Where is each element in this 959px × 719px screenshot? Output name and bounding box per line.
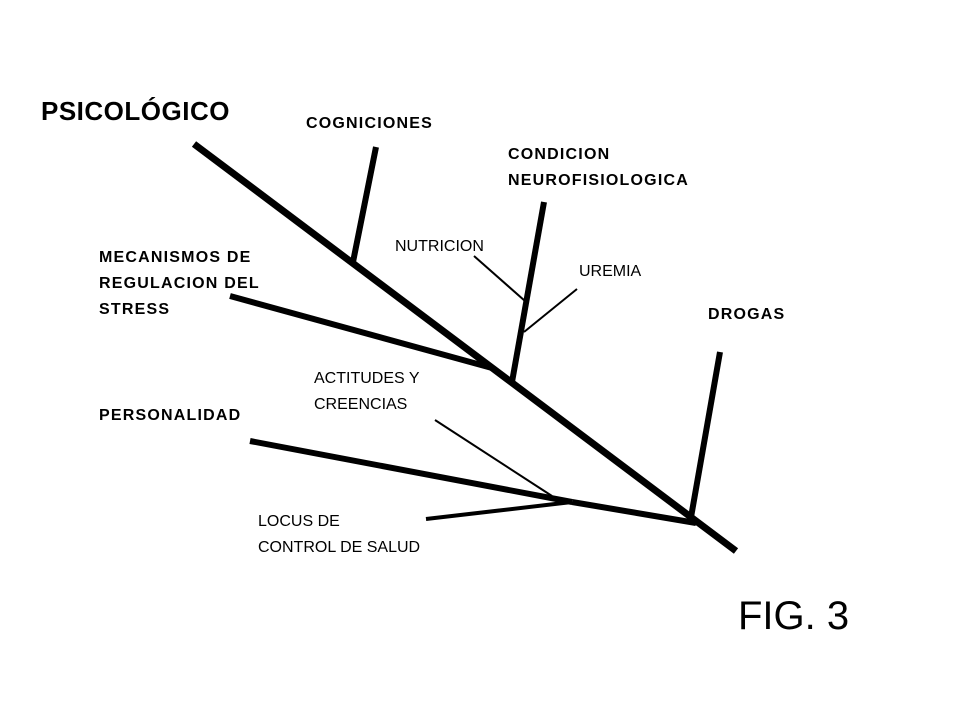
label-mecanismos-regulacion-stress: MECANISMOS DE REGULACION DEL STRESS (99, 245, 260, 323)
label-condicion-line2: NEUROFISIOLOGICA (508, 172, 689, 189)
label-mecanismos-line2: REGULACION DEL (99, 275, 260, 292)
label-mecanismos-line3: STRESS (99, 301, 171, 318)
branch-join-personalidad (571, 499, 697, 526)
label-locus-line2: CONTROL DE SALUD (258, 539, 421, 556)
branch-cogniciones (350, 146, 379, 263)
label-condicion-neurofisiologica: CONDICION NEUROFISIOLOGICA (508, 142, 689, 194)
label-nutricion: NUTRICION (395, 238, 484, 255)
subbranch-nutricion (473, 255, 526, 302)
label-personalidad: PERSONALIDAD (99, 407, 242, 424)
branch-condicion-neurofisiologica (509, 201, 547, 383)
label-drogas: DROGAS (708, 306, 786, 323)
label-condicion-line1: CONDICION (508, 146, 611, 163)
label-cogniciones: COGNICIONES (306, 115, 433, 132)
subbranch-actitudes (434, 419, 553, 497)
figure-caption: FIG. 3 (738, 594, 850, 638)
spine-line (191, 141, 739, 554)
label-actitudes-line2: CREENCIAS (314, 396, 408, 413)
branch-locus-control (425, 500, 573, 521)
label-actitudes-creencias: ACTITUDES Y CREENCIAS (314, 366, 420, 418)
label-actitudes-line1: ACTITUDES Y (314, 370, 420, 387)
subbranch-uremia (523, 288, 578, 333)
label-locus-line1: LOCUS DE (258, 513, 340, 530)
label-psicologico: PSICOLÓGICO (41, 96, 230, 126)
branch-personalidad (249, 438, 573, 505)
label-uremia: UREMIA (579, 263, 642, 280)
label-locus-control-salud: LOCUS DE CONTROL DE SALUD (258, 509, 420, 561)
branch-drogas (687, 351, 723, 524)
label-mecanismos-line1: MECANISMOS DE (99, 249, 252, 266)
branch-mecanismos-stress (229, 293, 493, 371)
